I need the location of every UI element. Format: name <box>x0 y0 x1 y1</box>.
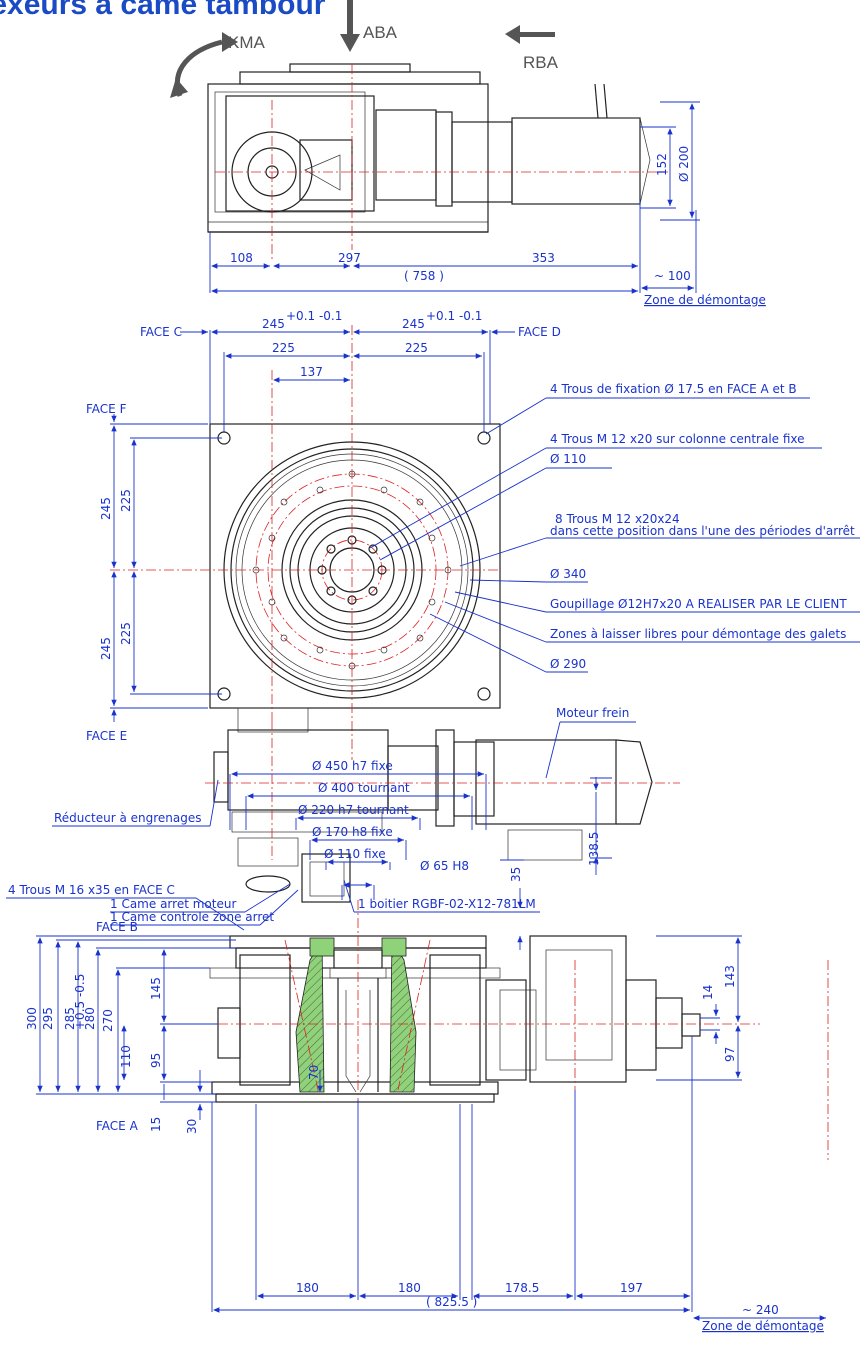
trous-m16-label: 4 Trous M 16 x35 en FACE C <box>8 883 175 897</box>
note-goupillage: Goupillage Ø12H7x20 A REALISER PAR LE CL… <box>550 597 847 611</box>
diam-65: Ø 65 H8 <box>420 859 469 873</box>
dim-280: 280 <box>83 1007 97 1030</box>
came-arret-label: 1 Came arret moteur <box>110 897 236 911</box>
dim-138-5: 138.5 <box>587 832 601 866</box>
diam-220: Ø 220 h7 tournant <box>298 803 409 817</box>
page-title: dexeurs à came tambour <box>0 0 326 21</box>
dim-108: 108 <box>230 251 253 265</box>
face-f-label: FACE F <box>86 402 127 416</box>
section-view: Ø 450 h7 fixe Ø 400 tournant Ø 220 h7 to… <box>6 759 829 1333</box>
dim-110: 110 <box>119 1045 133 1068</box>
dim-295: 295 <box>41 1007 55 1030</box>
note-d290: Ø 290 <box>550 657 586 671</box>
dim-15: 15 <box>149 1117 163 1132</box>
hatched-section-right <box>389 938 417 1093</box>
dim-30: 30 <box>185 1119 199 1134</box>
top-view: KMA ABA RBA <box>170 0 766 307</box>
boitier-label: 1 boitier RGBF-02-X12-781LM <box>358 897 536 911</box>
dim-100: ~ 100 <box>654 269 691 283</box>
dim-225-left-bottom: 225 <box>119 622 133 645</box>
diam-450: Ø 450 h7 fixe <box>312 759 393 773</box>
dim-14: 14 <box>701 985 715 1000</box>
dim-95: 95 <box>149 1053 163 1068</box>
dim-180-right: 180 <box>398 1281 421 1295</box>
hatched-section-left <box>295 938 325 1093</box>
dim-137: 137 <box>300 365 323 379</box>
dim-353: 353 <box>532 251 555 265</box>
zone-demontage-top: Zone de démontage <box>644 293 766 307</box>
tol-top-left: +0.1 -0.1 <box>286 309 342 323</box>
zone-demontage-section: Zone de démontage <box>702 1319 824 1333</box>
dim-35: 35 <box>509 867 523 882</box>
dim-145: 145 <box>149 977 163 1000</box>
note-d110: Ø 110 <box>550 452 586 466</box>
dim-240: ~ 240 <box>742 1303 779 1317</box>
dim-225-top-right: 225 <box>405 341 428 355</box>
dim-245-top-left: 245 <box>262 317 285 331</box>
rba-arrow-icon <box>520 32 555 37</box>
dim-200: Ø 200 <box>677 146 691 182</box>
dim-152: 152 <box>655 153 669 176</box>
came-controle-label: 1 Came controle zone arret <box>110 910 274 924</box>
dim-297: 297 <box>338 251 361 265</box>
dim-225-top-left: 225 <box>272 341 295 355</box>
diam-170: Ø 170 h8 fixe <box>312 825 393 839</box>
face-b-label: FACE B <box>96 920 138 934</box>
note-d340: Ø 340 <box>550 567 586 581</box>
note-zones: Zones à laisser libres pour démontage de… <box>550 627 846 641</box>
dim-825-5: ( 825.5 ) <box>426 1295 477 1309</box>
face-c-label: FACE C <box>140 325 182 339</box>
dim-197: 197 <box>620 1281 643 1295</box>
dim-285: 285 <box>63 1007 77 1030</box>
dim-70: 70 <box>307 1065 321 1080</box>
diam-110: Ø 110 fixe <box>324 847 386 861</box>
dim-180-left: 180 <box>296 1281 319 1295</box>
kma-label: KMA <box>228 33 266 52</box>
aba-arrow-icon <box>347 0 353 34</box>
aba-label: ABA <box>363 23 398 42</box>
dim-300: 300 <box>25 1007 39 1030</box>
moteur-frein-label: Moteur frein <box>556 706 629 720</box>
note-8-trous: 8 Trous M 12 x20x24 <box>555 512 680 526</box>
plan-view: FACE C FACE D 245 245 +0.1 -0.1 +0.1 -0.… <box>52 309 860 926</box>
dim-758: ( 758 ) <box>404 269 444 283</box>
dim-245-top-right: 245 <box>402 317 425 331</box>
dim-97: 97 <box>723 1047 737 1062</box>
dim-143: 143 <box>723 965 737 988</box>
tol-top-right: +0.1 -0.1 <box>426 309 482 323</box>
note-m12-colonne: 4 Trous M 12 x20 sur colonne centrale fi… <box>550 432 805 446</box>
reducteur-label: Réducteur à engrenages <box>54 811 201 825</box>
face-d-label: FACE D <box>518 325 561 339</box>
tol-2855: +0.5 -0.5 <box>73 974 87 1030</box>
dim-245-left-bottom: 245 <box>99 637 113 660</box>
dim-270: 270 <box>101 1009 115 1032</box>
dim-245-left-top: 245 <box>99 497 113 520</box>
rba-label: RBA <box>523 53 559 72</box>
dim-225-left-top: 225 <box>119 489 133 512</box>
note-fixation: 4 Trous de fixation Ø 17.5 en FACE A et … <box>550 382 797 396</box>
dim-178-5: 178.5 <box>505 1281 539 1295</box>
diam-400: Ø 400 tournant <box>318 781 410 795</box>
face-e-label: FACE E <box>86 729 127 743</box>
note-position: dans cette position dans l'une des pério… <box>550 524 855 538</box>
face-a-label: FACE A <box>96 1119 139 1133</box>
